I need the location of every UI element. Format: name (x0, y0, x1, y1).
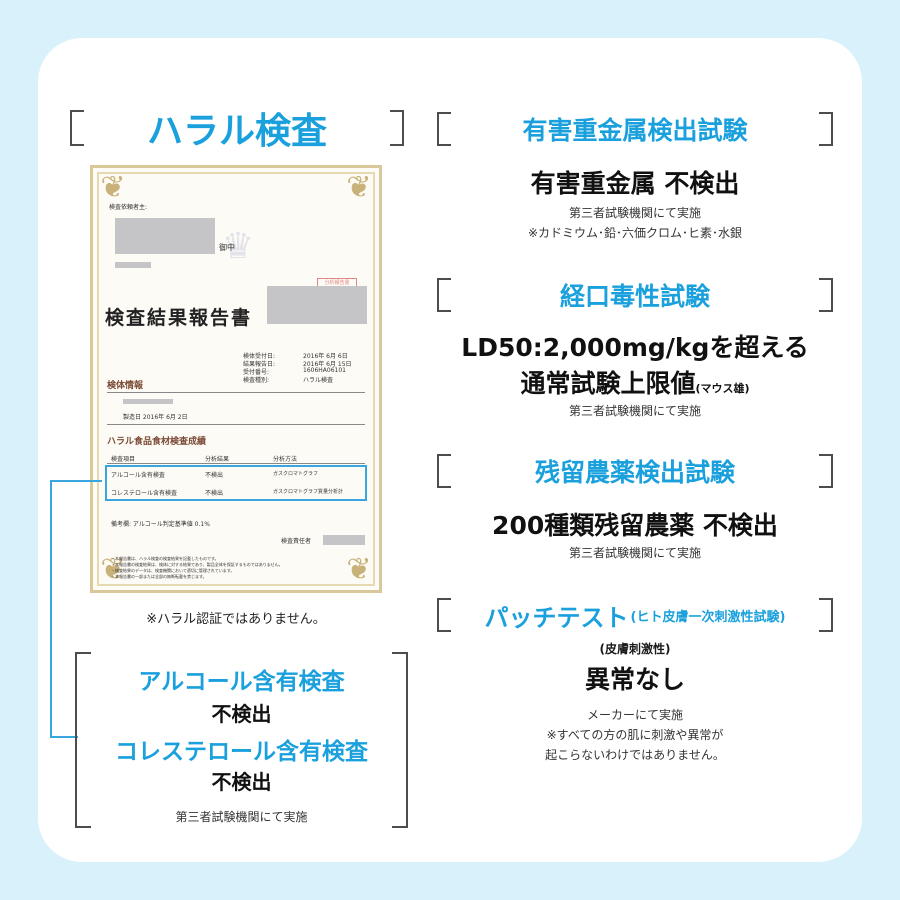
halal-results-note: 第三者試験機関にて実施 (175, 810, 308, 824)
info-value: ハラル検査 (303, 377, 334, 384)
table-row-method: ガスクロマトグラフ (273, 471, 319, 477)
oral-toxicity-heading: 経口毒性試験 (437, 278, 833, 312)
heavy-metal-substances: ※カドミウム･鉛･六価クロム･ヒ素･水銀 (527, 226, 743, 240)
info-label: 検体受付日: (243, 353, 276, 360)
patch-test-caution: ※すべての方の肌に刺激や異常が (546, 728, 724, 742)
halal-disclaimer: ※ハラル認証ではありません。 (146, 612, 326, 627)
certificate-title: 検査結果報告書 (105, 307, 253, 329)
heavy-metal-result: 有害重金属 不検出 (530, 169, 740, 198)
manufacture-date: 製造日 2016年 6月 2日 (123, 414, 188, 421)
table-header: 分析方法 (273, 456, 298, 463)
divider (107, 424, 365, 425)
patch-test-subheading: (皮膚刺激性) (599, 642, 671, 656)
patch-test-result: 異常なし (584, 665, 685, 694)
heavy-metal-heading-text: 有害重金属検出試験 (522, 116, 748, 145)
footnote: ・本報告書の一部または全部の無断転載を禁じます。 (111, 574, 207, 579)
connector-line (50, 736, 78, 738)
patch-test-note: メーカーにて実施 (586, 708, 683, 722)
oral-toxicity-note: 第三者試験機関にて実施 (568, 404, 701, 418)
heavy-metal-heading: 有害重金属検出試験 (437, 112, 833, 146)
oral-toxicity-limit: 通常試験上限値(マウス雄) (437, 364, 833, 400)
patch-test-heading: パッチテスト(ヒト皮膚一次刺激性試験) (437, 598, 833, 632)
info-value: 1606HA06101 (303, 367, 346, 374)
pesticide-heading: 残留農薬検出試験 (437, 454, 833, 488)
highlight-box (105, 465, 367, 501)
pesticide-heading-text: 残留農薬検出試験 (534, 458, 735, 487)
ornament-icon: ❦ (100, 552, 126, 587)
table-row-item: コレステロール含有検査 (111, 490, 178, 497)
footnote: ・本報告書は、ハラル検査の検査結果を記載したものです。 (111, 556, 219, 561)
remark: 備考欄: アルコール判定基準値 0.1% (111, 521, 210, 528)
cholesterol-test-title: コレステロール含有検査 (115, 739, 368, 765)
redacted-inspector (323, 535, 365, 545)
table-header: 分析結果 (205, 456, 230, 463)
pesticide-note: 第三者試験機関にて実施 (568, 546, 701, 560)
footnote: ・本報告書の検査結果は、検体に対する結果であり、製品全体を保証するものではありま… (111, 562, 283, 567)
alcohol-test-result: 不検出 (211, 702, 272, 726)
patch-test-heading-sub: (ヒト皮膚一次刺激性試験) (630, 609, 786, 625)
oral-toxicity-subject: (マウス雄) (695, 382, 750, 395)
inspector-label: 検査責任者 (281, 538, 312, 545)
info-label: 結果報告日: (243, 361, 276, 368)
redacted-title-info (267, 286, 367, 324)
oral-toxicity-result: LD50:2,000mg/kgを超える (461, 333, 809, 362)
divider (107, 463, 365, 464)
connector-line (50, 480, 52, 738)
table-row-result: 不検出 (205, 472, 224, 479)
footnote: ・検査結果のデータは、検査機関において適切に管理されています。 (111, 568, 235, 573)
redacted-name (115, 218, 215, 254)
oral-toxicity-limit-text: 通常試験上限値 (520, 369, 696, 398)
table-header: 検査項目 (111, 456, 136, 463)
table-row-method: ガスクロマトグラフ質量分析計 (273, 489, 344, 495)
ornament-icon: ❦ (100, 170, 126, 205)
connector-line (50, 480, 102, 482)
divider (107, 392, 365, 393)
section-specimen-info: 検体情報 (107, 381, 144, 391)
info-value: 2016年 6月 15日 (303, 361, 352, 368)
redacted-text (115, 262, 151, 268)
oral-toxicity-heading-text: 経口毒性試験 (559, 282, 710, 311)
heavy-metal-note: 第三者試験機関にて実施 (568, 206, 701, 220)
halal-heading-text: ハラル検査 (146, 111, 327, 152)
info-value: 2016年 6月 6日 (303, 353, 348, 360)
certificate-image: ❦ ❦ ❦ ❦ ♛ 検査依頼者主: 御中 分析報告書 検査結果報告書 検体受付日… (90, 165, 382, 593)
ornament-icon: ❦ (346, 552, 372, 587)
crown-watermark-icon: ♛ (221, 226, 255, 267)
cholesterol-test-result: 不検出 (211, 770, 272, 794)
patch-test-heading-text: パッチテスト (484, 603, 629, 632)
halal-results-box: アルコール含有検査 不検出 コレステロール含有検査 不検出 第三者試験機関にて実… (75, 652, 408, 828)
pesticide-result: 200種類残留農薬 不検出 (492, 511, 778, 540)
section-halal-results: ハラル食品食材検査成績 (107, 437, 207, 447)
recipient-suffix: 御中 (219, 243, 235, 252)
info-label: 検査種別: (243, 377, 270, 384)
patch-test-caution-2: 起こらないわけではありません。 (545, 748, 725, 762)
table-row-item: アルコール含有検査 (111, 472, 165, 479)
redacted-specimen (123, 399, 173, 404)
halal-heading: ハラル検査 (70, 110, 404, 152)
ornament-icon: ❦ (346, 170, 372, 205)
requester-label: 検査依頼者主: (109, 204, 148, 211)
info-label: 受付番号: (243, 369, 270, 376)
alcohol-test-title: アルコール含有検査 (138, 669, 345, 695)
table-row-result: 不検出 (205, 490, 224, 497)
